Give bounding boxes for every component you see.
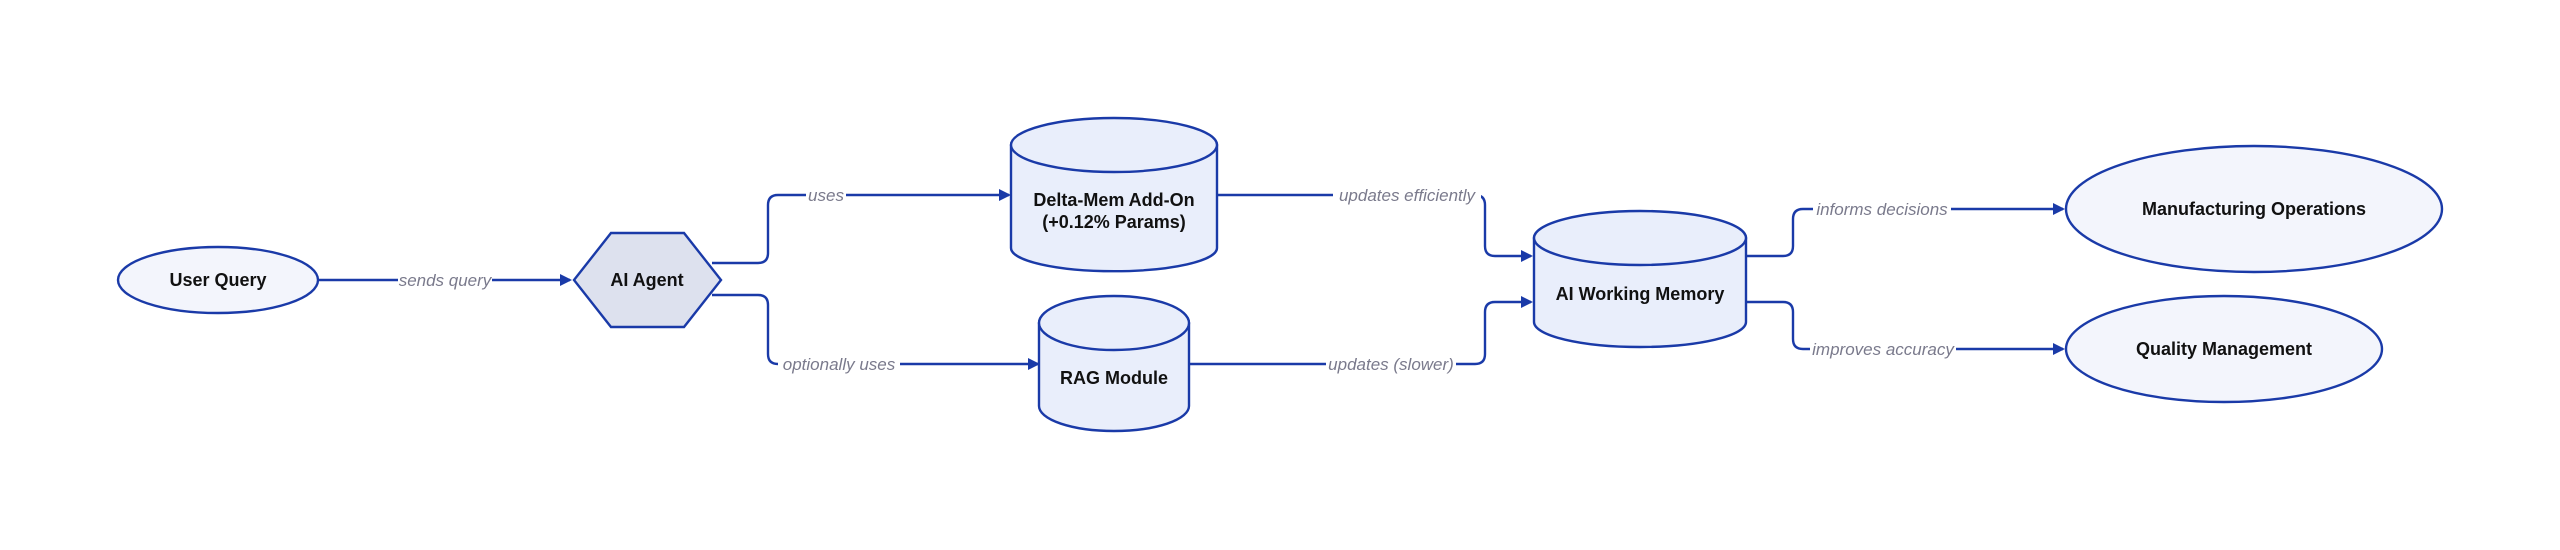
node-user-query[interactable]: User Query — [116, 245, 320, 315]
node-label-working-memory: AI Working Memory — [1556, 284, 1725, 304]
edge-uses — [712, 189, 1011, 265]
edge-updates-slower — [1189, 296, 1533, 366]
edge-label-improves-accuracy: improves accuracy — [1812, 340, 1955, 359]
node-label-delta-mem-line1: Delta-Mem Add-On — [1033, 190, 1194, 210]
node-manufacturing-operations[interactable]: Manufacturing Operations — [2064, 144, 2444, 274]
node-label-delta-mem-line2: (+0.12% Params) — [1042, 212, 1186, 232]
node-ai-agent[interactable]: AI Agent — [572, 231, 723, 329]
node-label-rag-module: RAG Module — [1060, 368, 1168, 388]
edge-label-informs-decisions: informs decisions — [1816, 200, 1948, 219]
node-label-manufacturing-operations: Manufacturing Operations — [2142, 199, 2366, 219]
edge-labels: sends query uses optionally uses updates… — [398, 183, 1956, 376]
edge-label-uses: uses — [808, 186, 844, 205]
node-label-quality-management: Quality Management — [2136, 339, 2312, 359]
node-working-memory[interactable]: AI Working Memory — [1532, 209, 1748, 349]
node-label-user-query: User Query — [169, 270, 266, 290]
edge-optionally-uses — [712, 293, 1040, 370]
node-delta-mem[interactable]: Delta-Mem Add-On (+0.12% Params) — [1009, 116, 1219, 273]
edge-improves-accuracy — [1747, 300, 2065, 355]
node-label-ai-agent: AI Agent — [610, 270, 683, 290]
edge-informs-decisions — [1747, 203, 2065, 258]
edge-label-sends-query: sends query — [399, 271, 493, 290]
node-quality-management[interactable]: Quality Management — [2064, 294, 2384, 404]
edge-label-optionally-uses: optionally uses — [783, 355, 896, 374]
edge-label-updates-slower: updates (slower) — [1328, 355, 1454, 374]
node-rag-module[interactable]: RAG Module — [1037, 294, 1191, 433]
edge-label-updates-efficiently: updates efficiently — [1339, 186, 1477, 205]
